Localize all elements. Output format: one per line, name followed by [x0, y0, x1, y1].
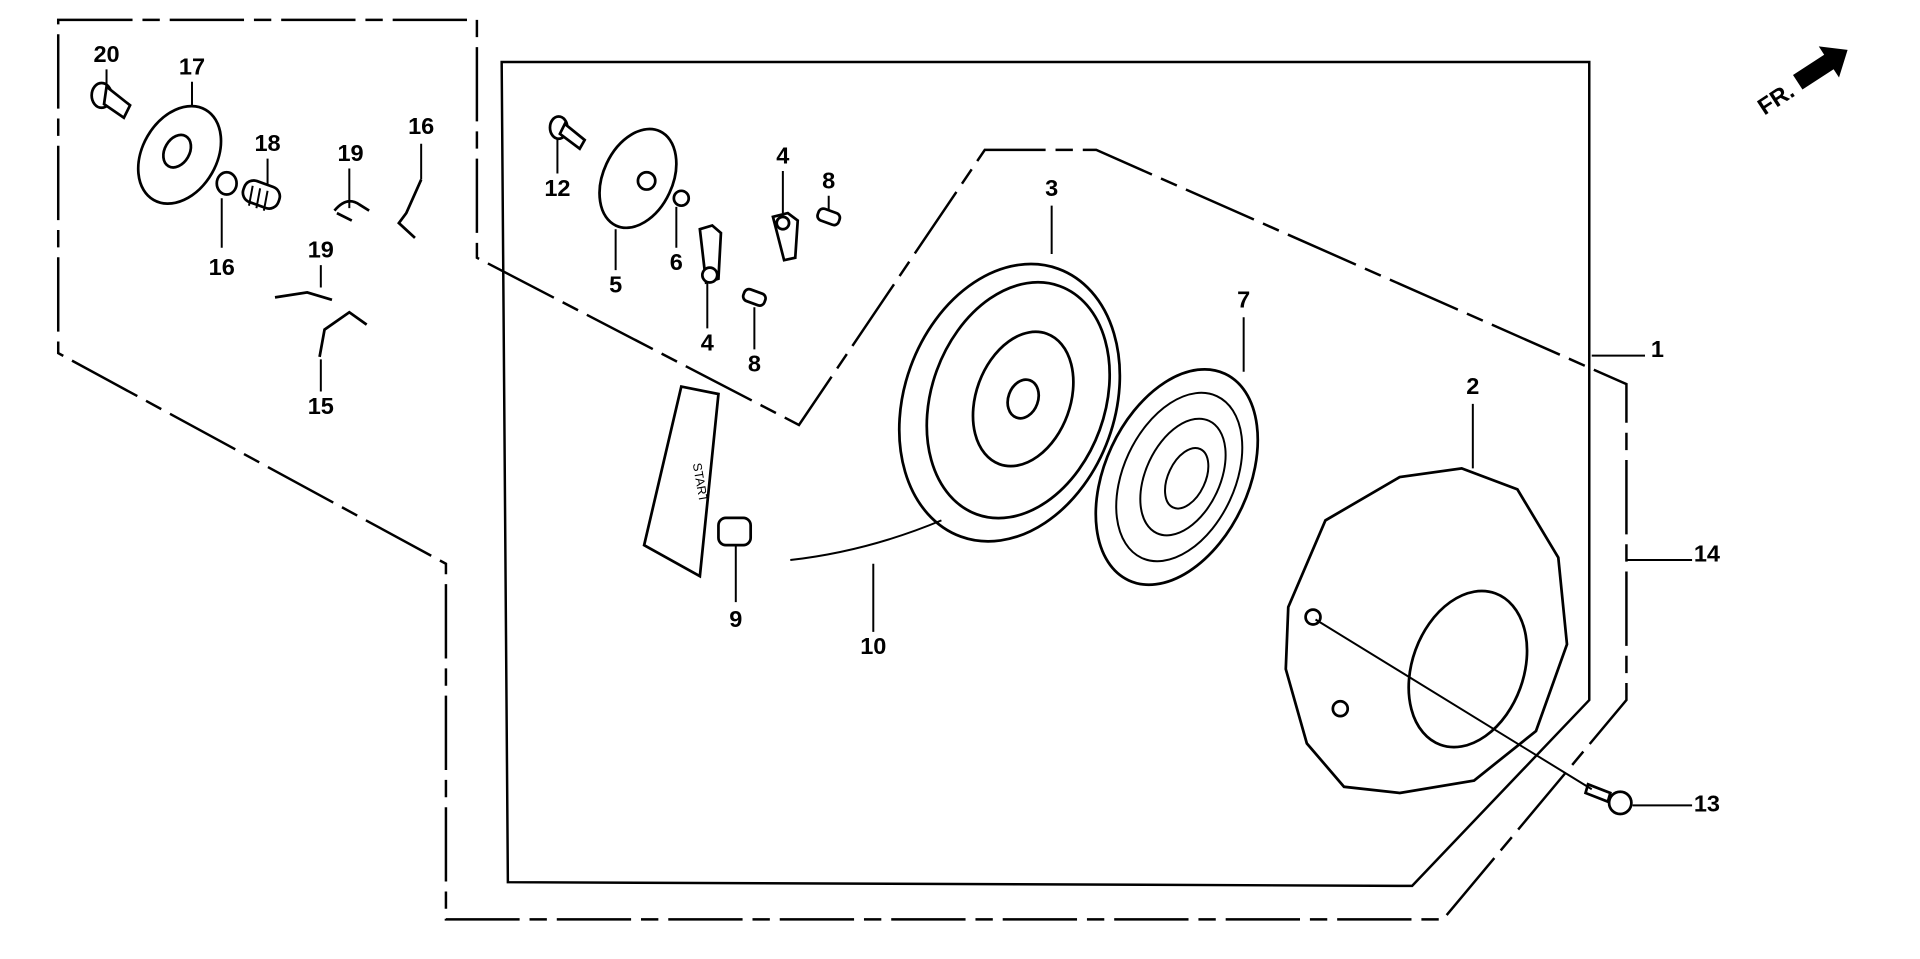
part-12-bolt: [548, 115, 587, 151]
part-19-spring-lower: [274, 291, 333, 302]
part-9-starter-handle: START: [642, 384, 753, 579]
label-6: 6: [670, 249, 683, 275]
part-16-collar: [215, 170, 238, 196]
label-8: 8: [822, 167, 835, 193]
part-10-rope: [790, 519, 942, 562]
label-16: 16: [408, 113, 434, 139]
part-15-rod: [318, 310, 368, 358]
part-19-spring: [333, 199, 370, 222]
label-5: 5: [609, 271, 622, 297]
label-19: 19: [308, 237, 334, 263]
part-7-recoil-spring: [1094, 367, 1260, 587]
part-20-bolt: [90, 81, 132, 120]
part-18-spring: [241, 179, 282, 211]
svg-text:FR.: FR.: [1753, 77, 1799, 119]
label-3: 3: [1045, 175, 1058, 201]
part-3-reel: [897, 262, 1122, 543]
label-14: 14: [1694, 540, 1720, 566]
label-15: 15: [308, 393, 334, 419]
label-13: 13: [1694, 791, 1720, 817]
label-10: 10: [860, 633, 886, 659]
part-13-flange-bolt: [1583, 782, 1633, 816]
label-20: 20: [93, 41, 119, 67]
svg-text:START: START: [690, 462, 711, 504]
part-6-clip: [672, 189, 691, 208]
label-8: 8: [748, 351, 761, 377]
label-12: 12: [544, 175, 570, 201]
assembly-outline-14: [56, 18, 1628, 921]
part-17-ratchet-plate: [136, 104, 223, 205]
label-2: 2: [1466, 373, 1479, 399]
part-4-ratchet-lower: [698, 223, 723, 285]
part-16-rod: [397, 179, 423, 239]
part-8-spring-lower: [741, 287, 767, 307]
assembly-outline-1: [500, 60, 1591, 888]
label-1: 1: [1651, 336, 1664, 362]
part-5-ratchet-guide: [598, 127, 678, 230]
label-18: 18: [254, 130, 280, 156]
label-17: 17: [179, 53, 205, 79]
label-9: 9: [729, 606, 742, 632]
label-19: 19: [337, 140, 363, 166]
label-4: 4: [701, 330, 714, 356]
label-7: 7: [1237, 286, 1250, 312]
front-direction-arrow: FR.: [1753, 46, 1848, 120]
part-2-starter-case: [1284, 466, 1569, 795]
leader-lines: [105, 69, 1693, 807]
label-4: 4: [776, 143, 789, 169]
part-4-ratchet-upper: [771, 211, 800, 262]
label-16: 16: [209, 254, 235, 280]
part-8-spring-upper: [816, 207, 842, 227]
